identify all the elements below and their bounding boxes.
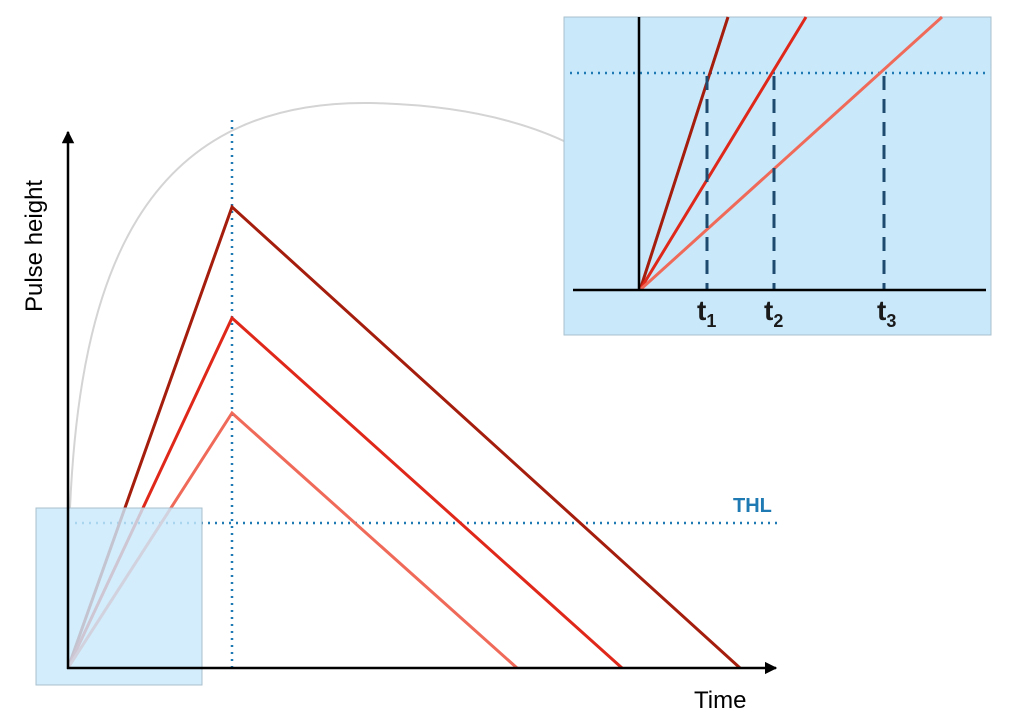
inset-pulse-low [638, 15, 944, 292]
zoom-region [35, 507, 203, 686]
zoom-inset: t1 t2 t3 [563, 15, 992, 336]
zoom-connector-curve [69, 101, 567, 509]
y-axis-label: Pulse height [21, 180, 48, 312]
zoom-inset-background [563, 16, 992, 336]
inset-pulse-high [638, 16, 730, 291]
threshold-label: THL [733, 495, 772, 517]
t1-label: t1 [697, 295, 716, 331]
t2-label: t2 [764, 295, 783, 331]
t3-label: t3 [877, 295, 896, 331]
inset-pulse-mid [638, 16, 808, 291]
x-axis-label: Time [694, 687, 746, 714]
